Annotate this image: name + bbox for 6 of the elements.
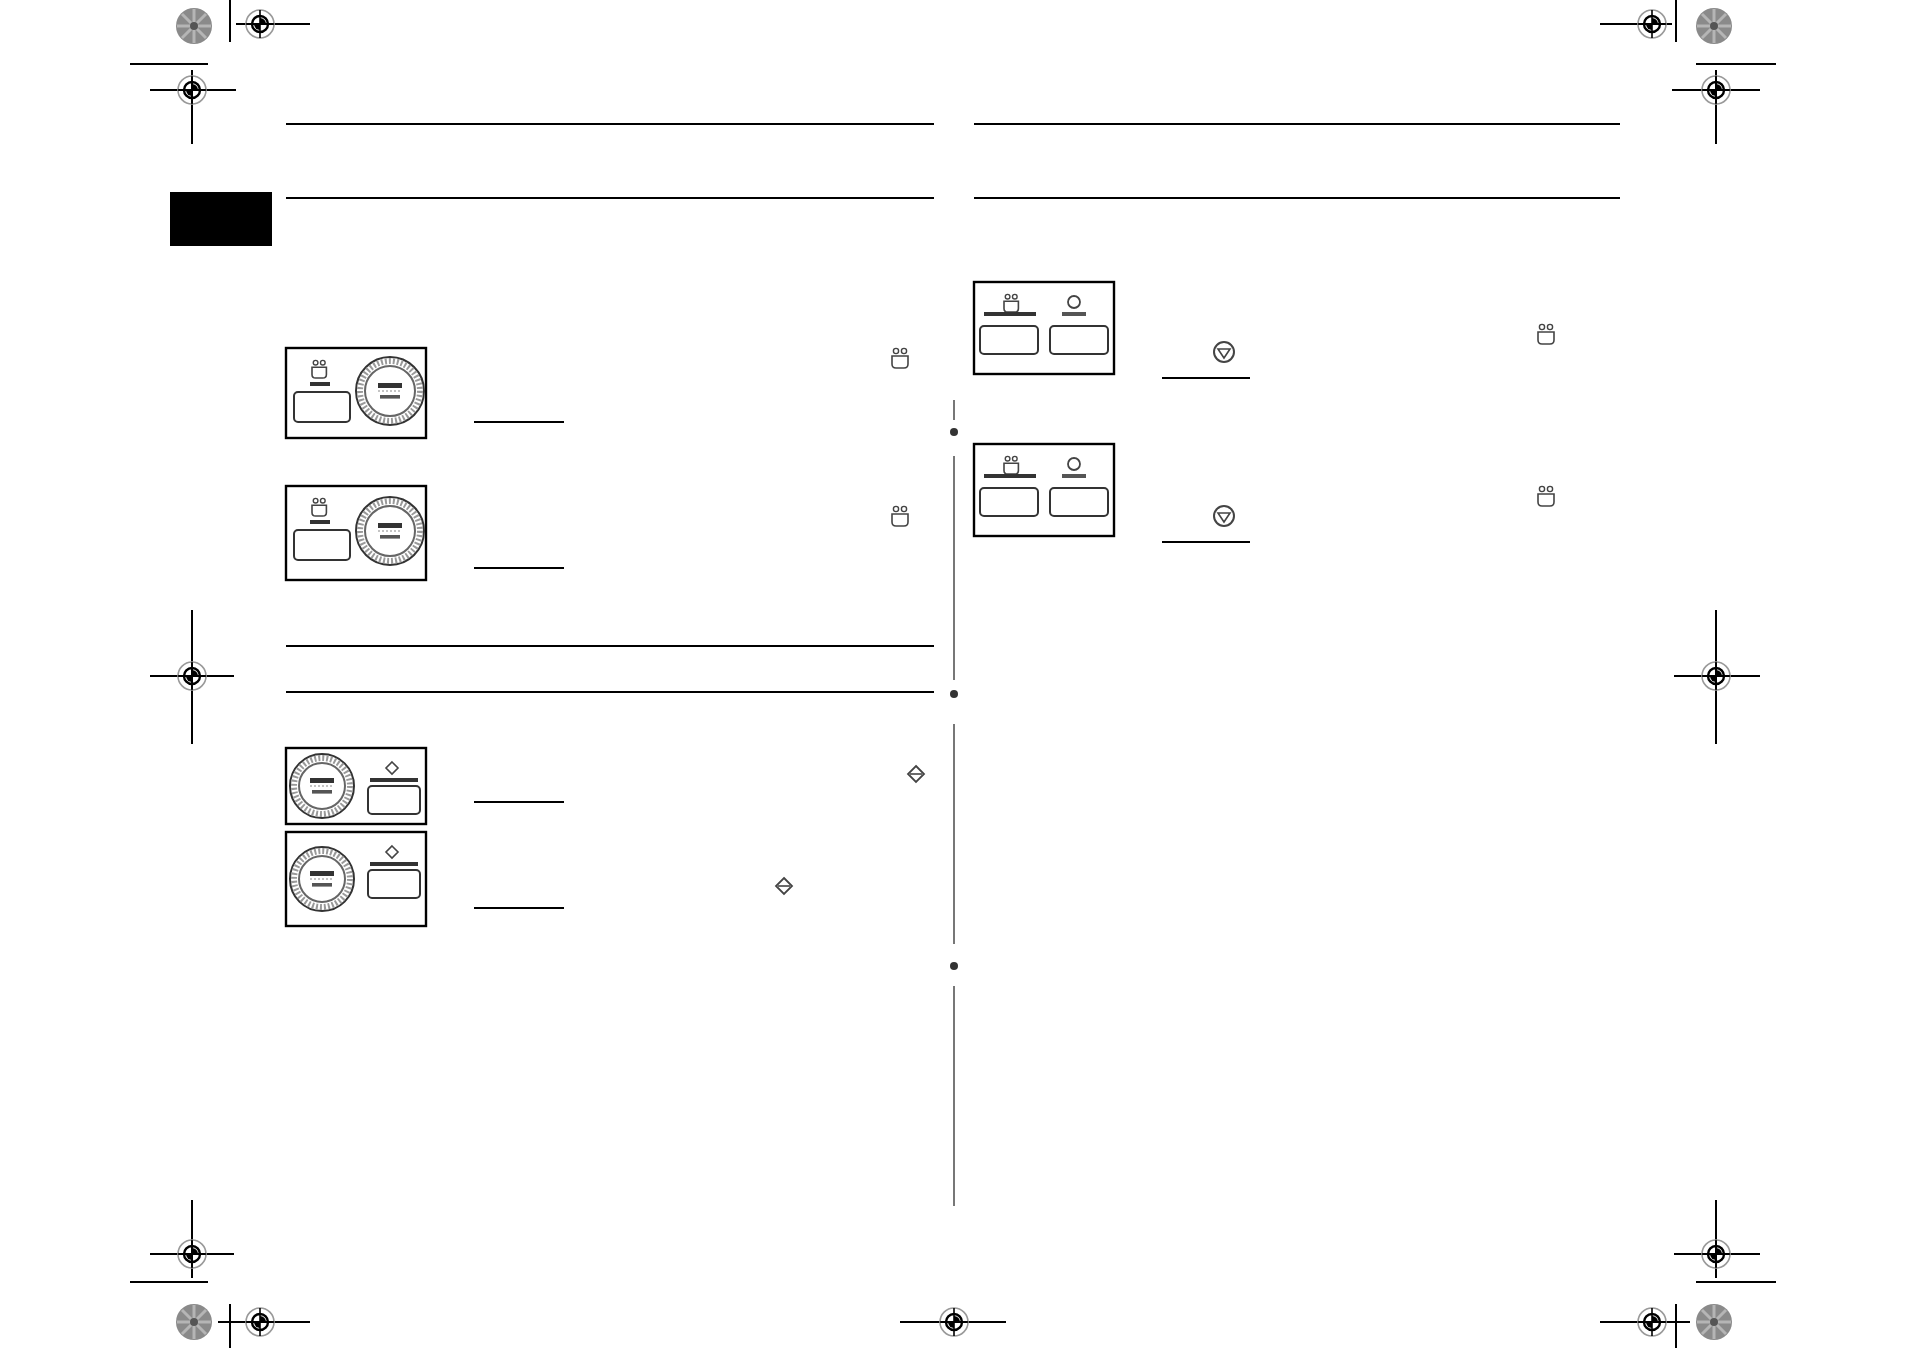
control-panel-illustration [972,280,1116,376]
control-panel-illustration [284,346,428,440]
control-panel-illustration [284,484,428,582]
control-panel-illustration [284,746,428,826]
control-panel-illustration [972,442,1116,538]
control-panel-illustration [284,830,428,928]
